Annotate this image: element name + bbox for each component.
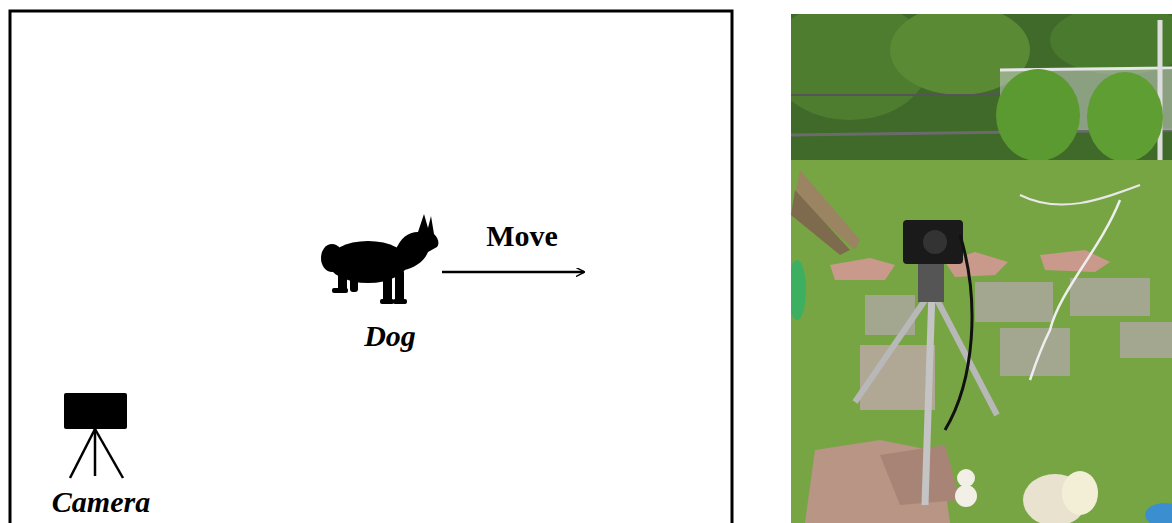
garden-photo [791, 14, 1172, 523]
figure-label: Move [486, 219, 558, 253]
camera-icon [64, 393, 127, 478]
figure-label: Camera [52, 485, 150, 519]
dog-silhouette [321, 214, 438, 304]
figure-label: Dog [364, 319, 416, 353]
scene-frame [10, 11, 732, 523]
move-arrow [442, 271, 584, 273]
